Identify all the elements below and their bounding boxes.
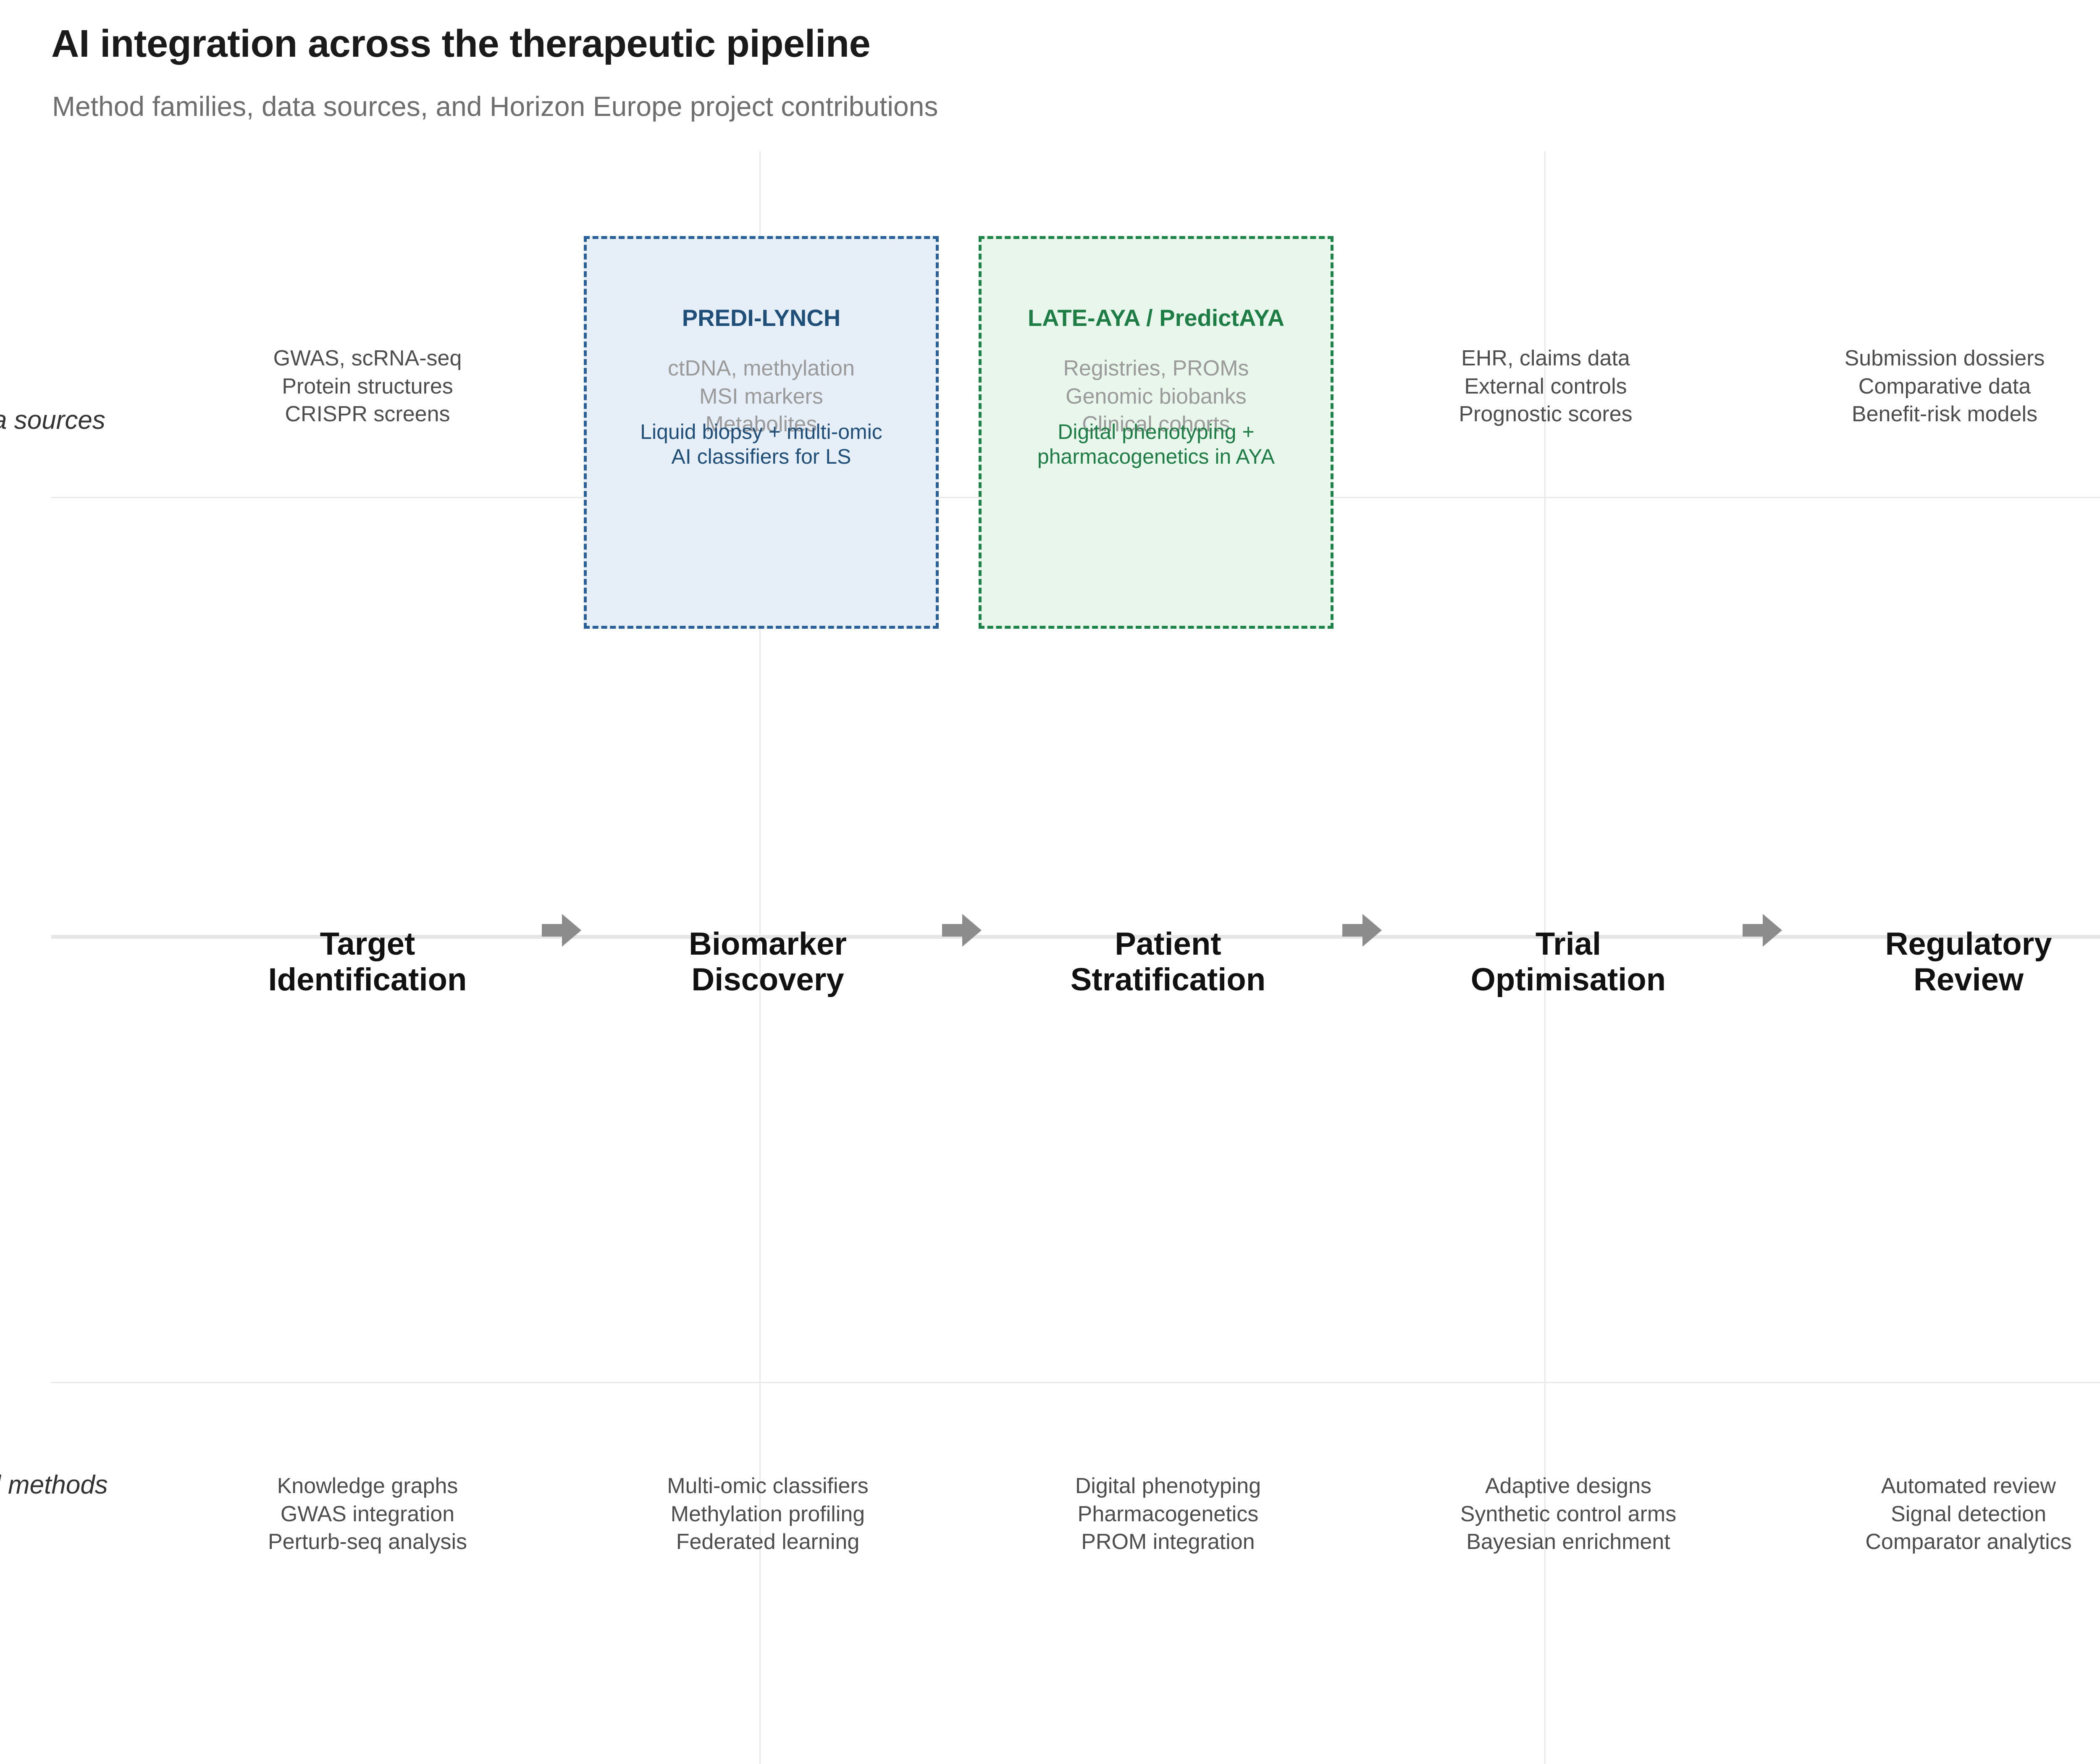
stage-name-line1: Trial: [1535, 926, 1601, 962]
project-note-line: pharmacogenetics in AYA: [1037, 445, 1275, 468]
project-box-predi-lynch[interactable]: PREDI-LYNCH ctDNA, methylation MSI marke…: [584, 236, 939, 629]
gridline-vertical-1: [759, 151, 761, 1764]
ai-method-item: GWAS integration: [280, 1502, 455, 1526]
gridline-vertical-2: [1544, 151, 1546, 1764]
ai-method-item: Digital phenotyping: [1075, 1474, 1261, 1498]
stage-name-line2: Optimisation: [1470, 962, 1666, 998]
pipeline-axis-line: [51, 935, 2100, 939]
ai-method-item: Adaptive designs: [1485, 1474, 1652, 1498]
project-note-line: AI classifiers for LS: [671, 445, 851, 468]
ai-methods-stage-1: Multi-omic classifiers Methylation profi…: [579, 1472, 957, 1556]
stage-name-line1: Biomarker: [689, 926, 847, 962]
stage-name-line1: Regulatory: [1885, 926, 2052, 962]
data-source-item: Prognostic scores: [1459, 402, 1633, 427]
project-note: Liquid biopsy + multi-omic AI classifier…: [587, 420, 936, 469]
project-title: PREDI-LYNCH: [682, 304, 841, 331]
data-source-item: Benefit-risk models: [1851, 402, 2038, 427]
gridline-horizontal-bottom: [51, 1382, 2100, 1383]
data-source-item: Comparative data: [1858, 374, 2031, 399]
data-source-item: Registries, PROMs: [1063, 356, 1249, 381]
project-data-sources: Registries, PROMs Genomic biobanks Clini…: [982, 354, 1331, 438]
ai-methods-stage-0: Knowledge graphs GWAS integration Pertur…: [178, 1472, 556, 1556]
project-note-line: Liquid biopsy + multi-omic: [640, 420, 882, 444]
stage-label-target-identification[interactable]: Target Identification: [178, 890, 556, 1033]
ai-method-item: Synthetic control arms: [1460, 1502, 1677, 1526]
data-source-item: GWAS, scRNA-seq: [273, 346, 462, 370]
stage-name-line2: Identification: [268, 962, 467, 998]
ai-method-item: Methylation profiling: [670, 1502, 865, 1526]
row-label-ai-methods: l methods: [0, 1470, 108, 1499]
ai-methods-stage-2: Digital phenotyping Pharmacogenetics PRO…: [979, 1472, 1357, 1556]
ai-method-item: Signal detection: [1890, 1502, 2047, 1526]
row-label-data-sources: a sources: [0, 406, 105, 435]
stage-name-line2: Review: [1914, 962, 2024, 998]
stage-label-trial-optimisation[interactable]: Trial Optimisation: [1379, 890, 1757, 1033]
data-source-item: ctDNA, methylation: [667, 356, 855, 381]
project-note: Digital phenotyping + pharmacogenetics i…: [982, 420, 1331, 469]
ai-method-item: Multi-omic classifiers: [667, 1474, 869, 1498]
stage-label-biomarker-discovery[interactable]: Biomarker Discovery: [579, 890, 957, 1033]
page-title: AI integration across the therapeutic pi…: [51, 22, 871, 65]
data-sources-stage-4: Submission dossiers Comparative data Ben…: [1756, 344, 2100, 428]
ai-methods-stage-3: Adaptive designs Synthetic control arms …: [1379, 1472, 1757, 1556]
data-sources-stage-0: GWAS, scRNA-seq Protein structures CRISP…: [178, 344, 556, 428]
stage-label-regulatory-review[interactable]: Regulatory Review: [1780, 890, 2100, 1033]
ai-methods-stage-4: Automated review Signal detection Compar…: [1780, 1472, 2100, 1556]
ai-method-item: Pharmacogenetics: [1077, 1502, 1259, 1526]
stage-name-line2: Discovery: [691, 962, 844, 998]
data-source-item: External controls: [1464, 374, 1627, 399]
page-subtitle: Method families, data sources, and Horiz…: [52, 91, 938, 122]
project-data-sources: ctDNA, methylation MSI markers Metabolit…: [587, 354, 936, 438]
data-source-item: Genomic biobanks: [1066, 384, 1247, 409]
ai-method-item: Bayesian enrichment: [1466, 1530, 1670, 1554]
data-source-item: Metabolites: [705, 412, 817, 437]
data-source-item: MSI markers: [699, 384, 823, 409]
ai-method-item: Automated review: [1881, 1474, 2056, 1498]
data-sources-stage-3: EHR, claims data External controls Progn…: [1357, 344, 1735, 428]
data-source-item: Clinical cohorts: [1082, 412, 1230, 437]
stage-name-line1: Target: [320, 926, 415, 962]
data-source-item: EHR, claims data: [1461, 346, 1630, 370]
data-source-item: CRISPR screens: [285, 402, 450, 427]
ai-method-item: PROM integration: [1081, 1530, 1255, 1554]
project-note-line: Digital phenotyping +: [1058, 420, 1255, 444]
project-box-late-aya[interactable]: LATE-AYA / PredictAYA Registries, PROMs …: [979, 236, 1334, 629]
ai-method-item: Federated learning: [676, 1530, 860, 1554]
ai-method-item: Comparator analytics: [1865, 1530, 2072, 1554]
stage-name-line1: Patient: [1115, 926, 1221, 962]
ai-method-item: Knowledge graphs: [277, 1474, 458, 1498]
project-title: LATE-AYA / PredictAYA: [1027, 304, 1285, 331]
data-source-item: Protein structures: [282, 374, 453, 399]
data-source-item: Submission dossiers: [1844, 346, 2045, 370]
ai-method-item: Perturb-seq analysis: [268, 1530, 467, 1554]
stage-label-patient-stratification[interactable]: Patient Stratification: [979, 890, 1357, 1033]
stage-name-line2: Stratification: [1070, 962, 1266, 998]
